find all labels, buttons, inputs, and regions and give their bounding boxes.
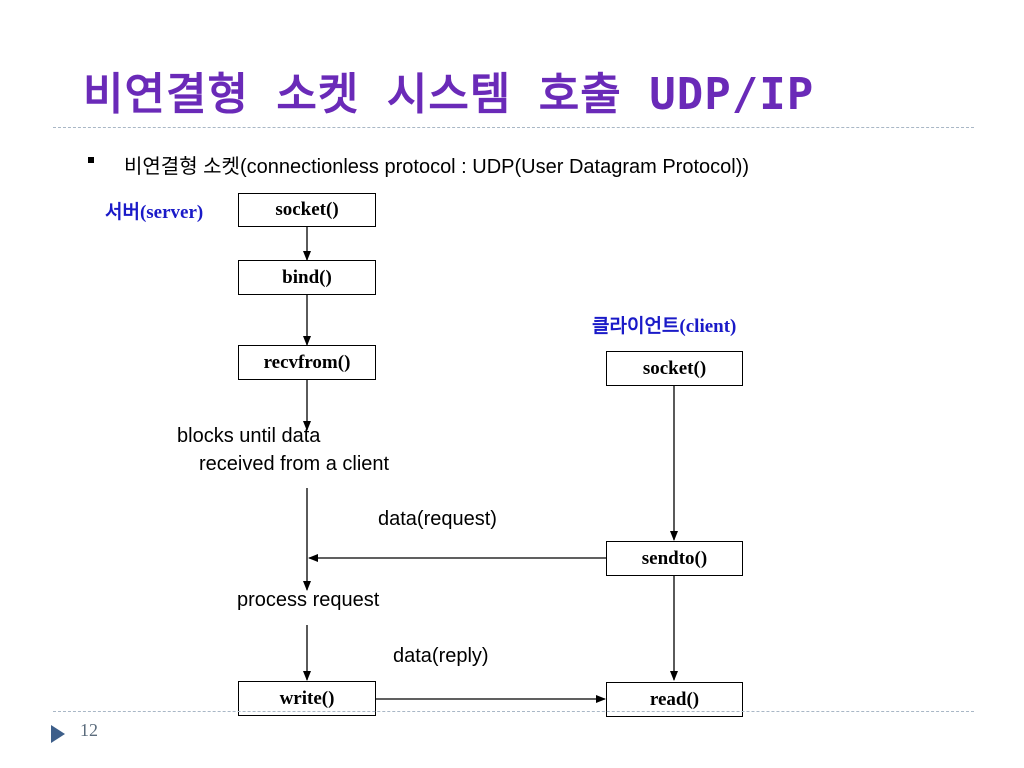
blocks-note-line2: received from a client xyxy=(199,453,390,475)
server-socket-box: socket() xyxy=(238,193,376,227)
bullet-text: 비연결형 소켓(connectionless protocol : UDP(Us… xyxy=(124,156,750,178)
play-triangle-icon xyxy=(51,725,65,743)
client-label: 클라이언트(client) xyxy=(592,316,737,337)
slide-title: 비연결형 소켓 시스템 호출 UDP/IP xyxy=(83,69,815,120)
page-number: 12 xyxy=(80,720,98,740)
recvfrom-box: recvfrom() xyxy=(238,345,376,380)
write-box: write() xyxy=(238,681,376,716)
blocks-note-line1: blocks until data xyxy=(177,425,321,447)
footer-divider xyxy=(53,711,974,712)
reply-label: data(reply) xyxy=(393,645,489,667)
bind-box: bind() xyxy=(238,260,376,295)
request-label: data(request) xyxy=(378,508,497,530)
title-divider xyxy=(53,127,974,128)
server-label: 서버(server) xyxy=(105,202,204,223)
bullet-marker xyxy=(88,157,94,163)
sendto-box: sendto() xyxy=(606,541,743,576)
client-socket-box: socket() xyxy=(606,351,743,386)
process-request-label: process request xyxy=(237,589,380,611)
